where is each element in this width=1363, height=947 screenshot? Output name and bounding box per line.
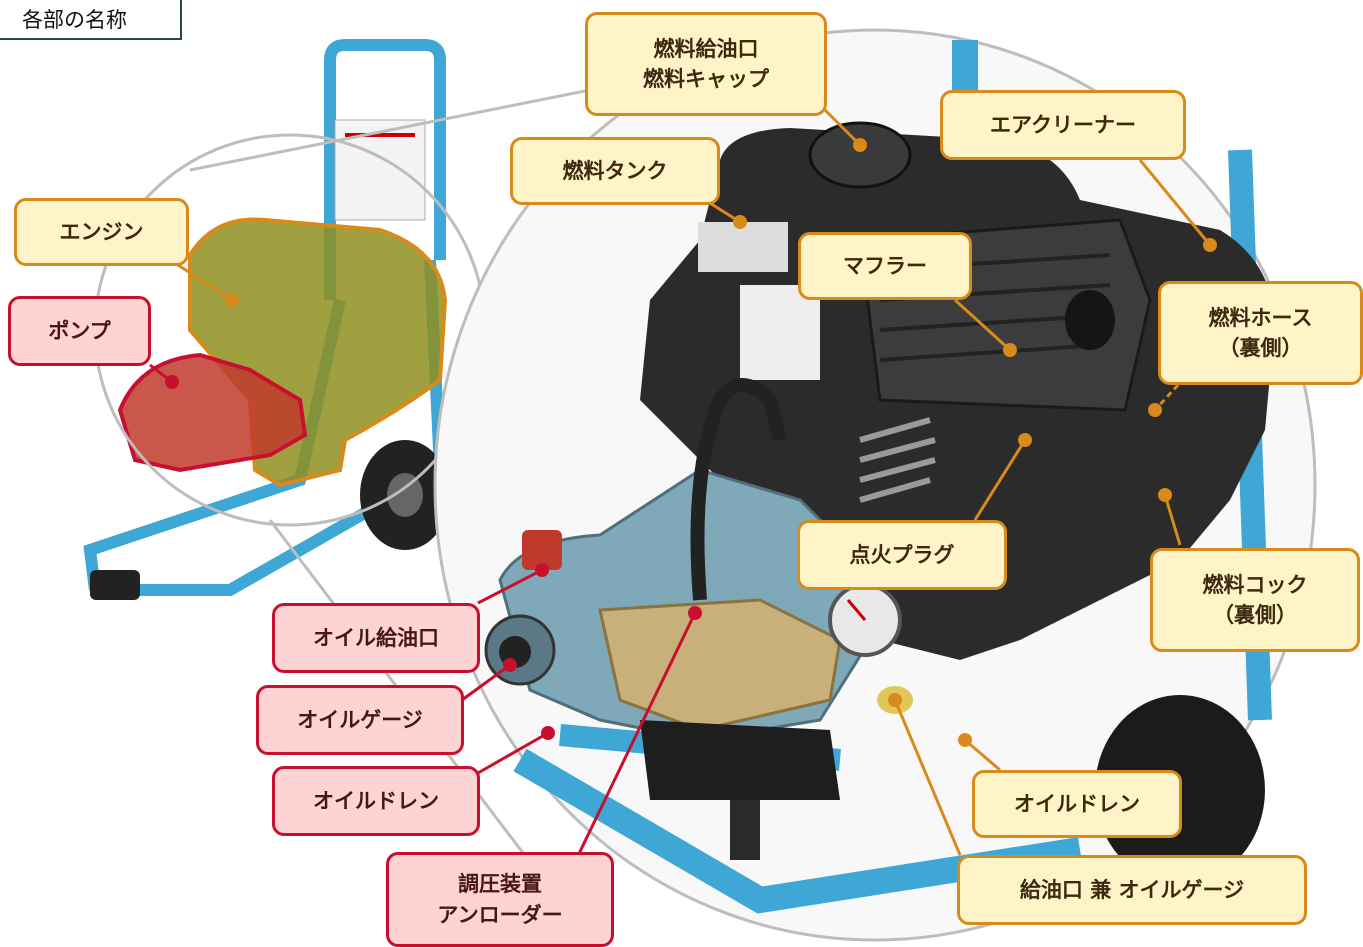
label-spark-plug: 点火プラグ [797,520,1007,590]
label-fuel-tank: 燃料タンク [510,137,720,205]
zoom-connector-top [189,83,616,172]
leader-lines [149,108,1212,863]
overview-machine [83,39,450,600]
label-fuel-cock: 燃料コック （裏側） [1150,548,1360,652]
label-engine-oil-drain: オイルドレン [972,770,1182,838]
label-unloader: 調圧装置 アンローダー [386,852,614,947]
label-fuel-hose: 燃料ホース （裏側） [1158,281,1363,385]
label-pump-oil-drain: オイルドレン [272,766,480,836]
label-muffler: マフラー [798,232,972,300]
label-pump-oil-fill: オイル給油口 [272,603,480,673]
label-pump: ポンプ [8,296,151,366]
label-fuel-cap: 燃料給油口 燃料キャップ [585,12,827,116]
label-air-cleaner: エアクリーナー [940,90,1186,160]
leader-dots [165,138,1217,747]
label-engine: エンジン [14,198,189,266]
label-pump-oil-gauge: オイルゲージ [256,685,464,755]
label-engine-oil-fill-gauge: 給油口 兼 オイルゲージ [957,855,1307,925]
page-title: 各部の名称 [0,0,182,40]
fuel-cap-shape [808,121,912,189]
